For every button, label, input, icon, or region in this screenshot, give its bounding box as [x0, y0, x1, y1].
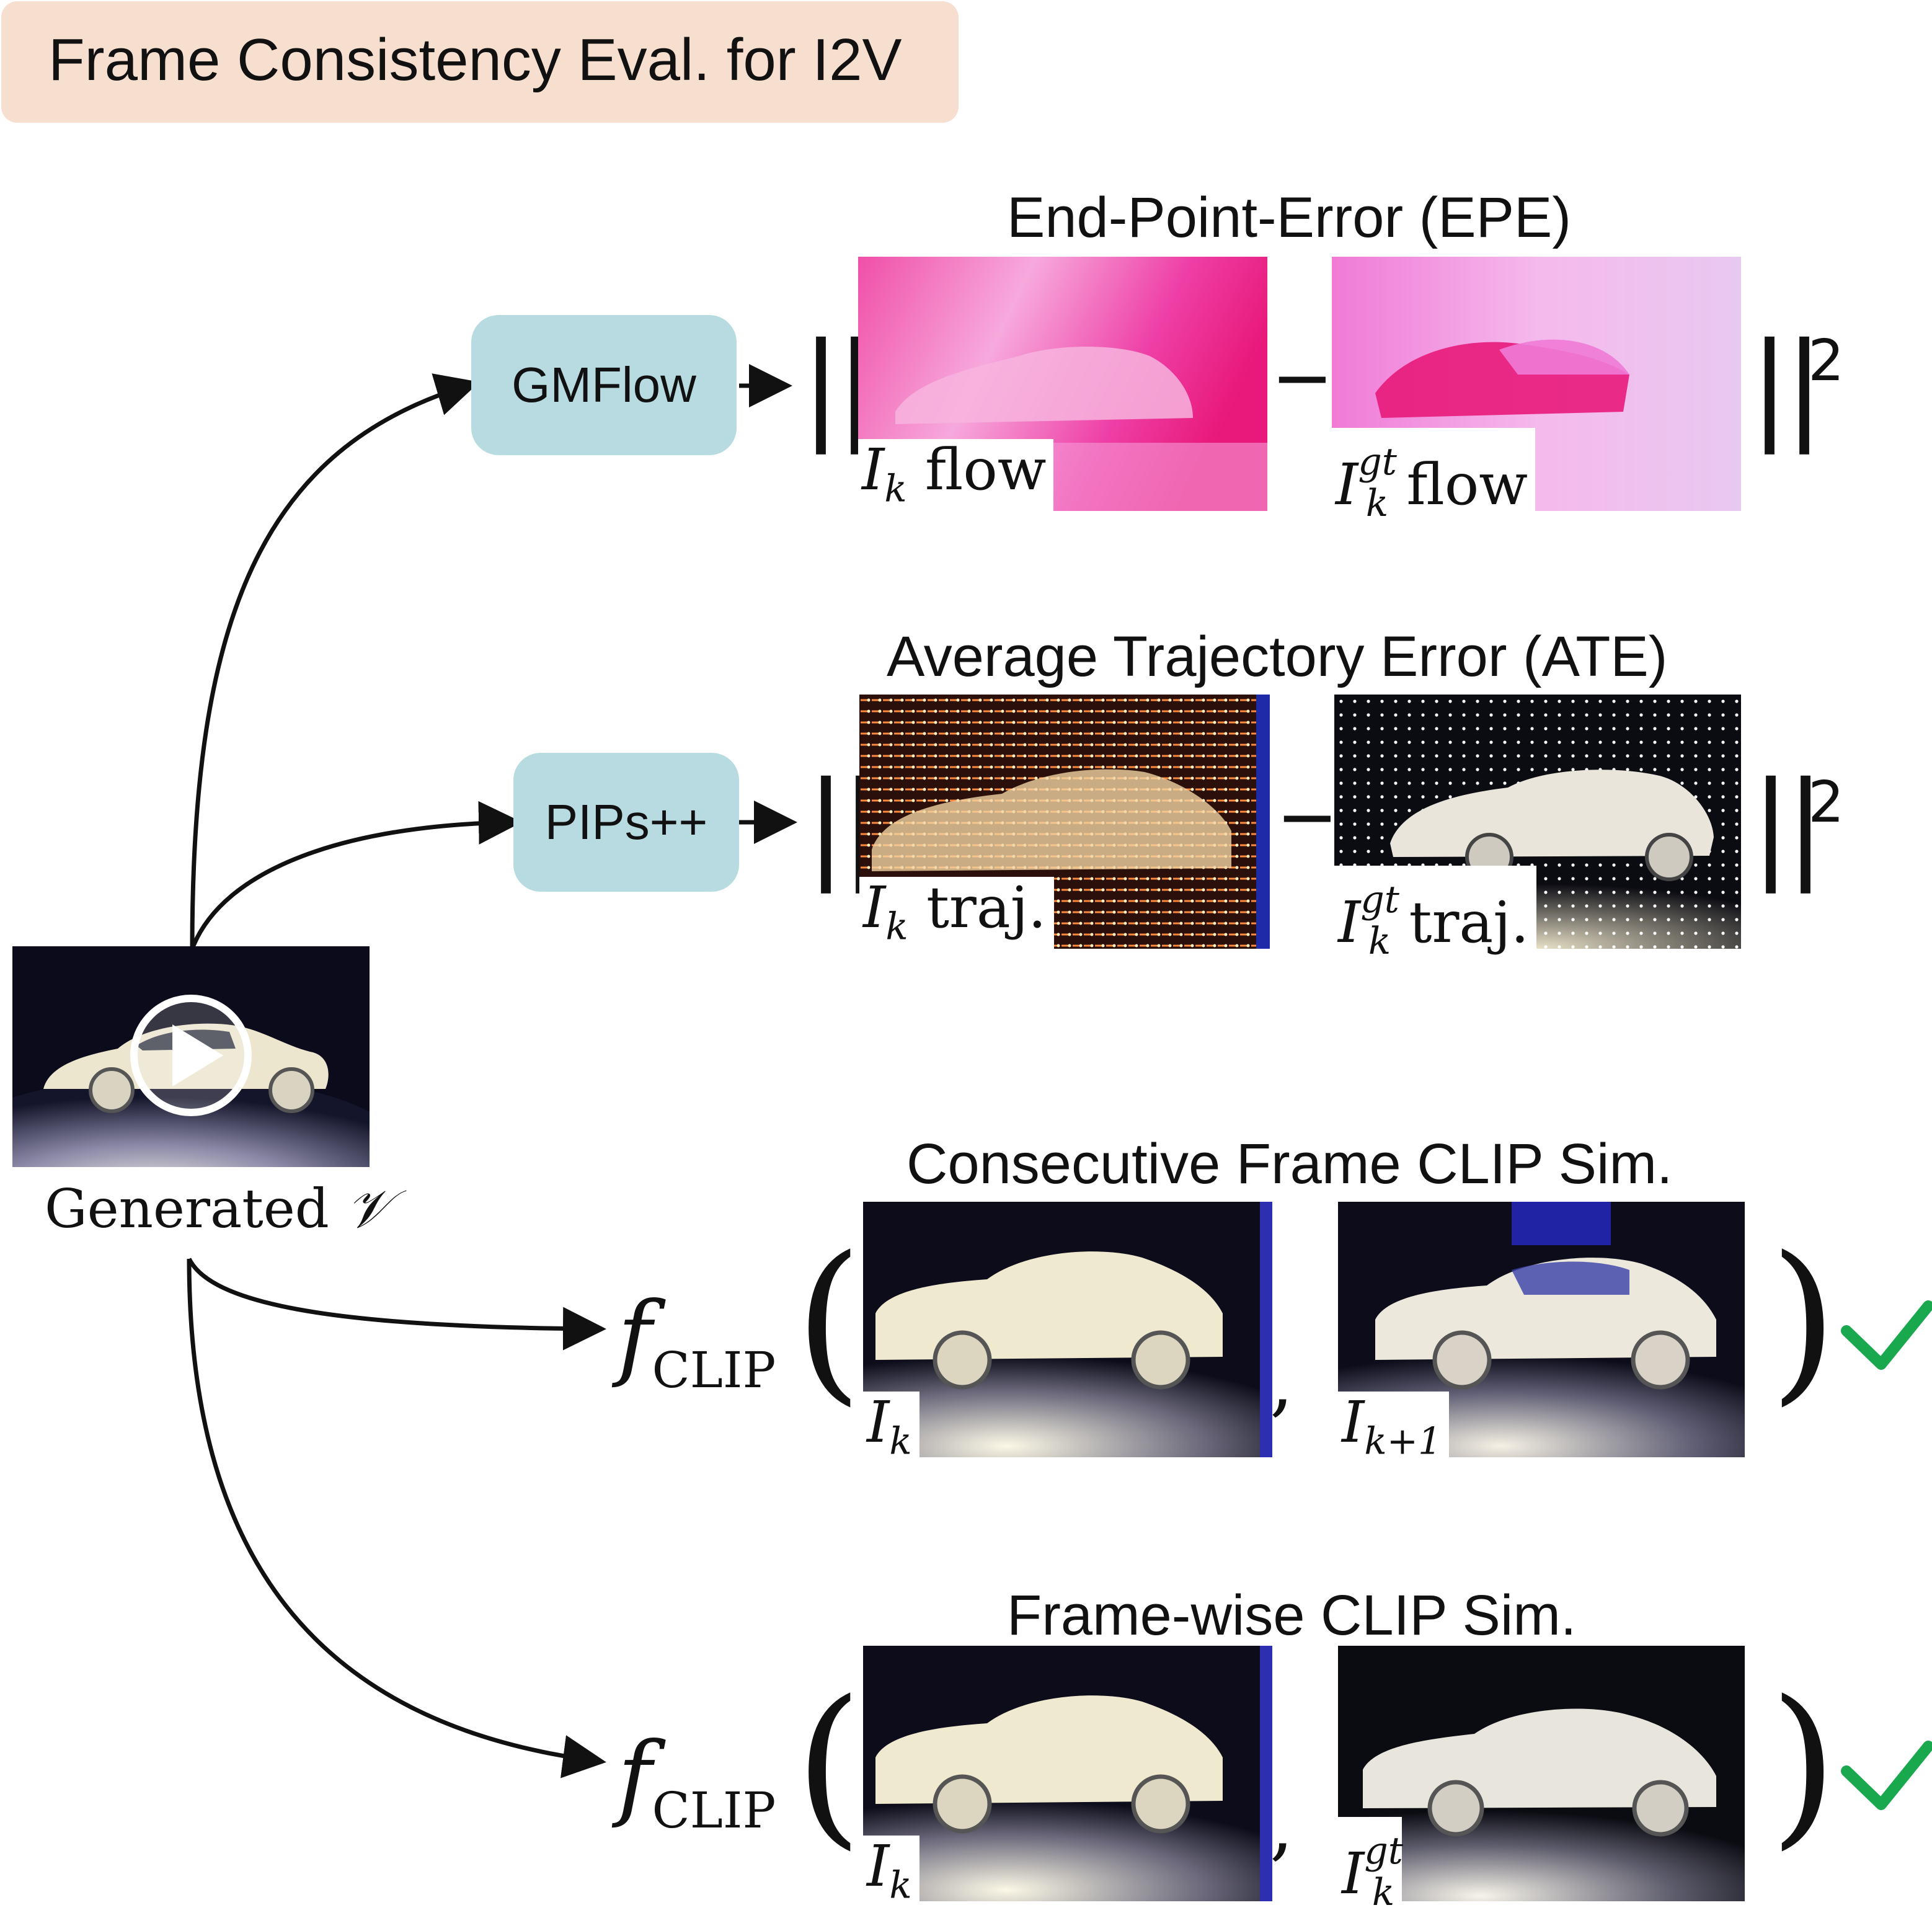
framewise-right-label: Igtk — [1338, 1817, 1403, 1918]
ate-left-label: Ik traj. — [859, 877, 1054, 958]
arrow-to-gmflow — [190, 373, 480, 949]
pips-label: PIPs++ — [544, 794, 708, 850]
consecutive-frame-k-image — [863, 1202, 1272, 1457]
framewise-comma: , — [1270, 1783, 1294, 1870]
header-badge — [1, 1, 959, 123]
ate-norm-close: || — [1751, 757, 1825, 894]
framewise-paren-open: ( — [795, 1664, 863, 1866]
epe-power: 2 — [1808, 327, 1845, 394]
ate-power: 2 — [1808, 769, 1845, 835]
caption-prefix: Generated — [45, 1178, 329, 1240]
gmflow-module: GMFlow — [471, 315, 737, 455]
header-title: Frame Consistency Eval. for I2V — [48, 27, 902, 93]
consecutive-right-label: Ik+1 — [1338, 1392, 1450, 1473]
generated-video-thumbnail[interactable] — [12, 946, 370, 1167]
consecutive-comma: , — [1270, 1339, 1294, 1426]
gmflow-label: GMFlow — [512, 357, 696, 412]
consecutive-paren-open: ( — [795, 1220, 863, 1422]
consecutive-fclip: fCLIP — [618, 1282, 776, 1399]
epe-norm-close: || — [1750, 317, 1824, 455]
framewise-title: Frame-wise CLIP Sim. — [1007, 1584, 1577, 1647]
generated-video-caption: Generated 𝒱 — [45, 1178, 391, 1241]
epe-title: End-Point-Error (EPE) — [1007, 186, 1572, 249]
play-icon[interactable] — [12, 946, 370, 1167]
pips-module: PIPs++ — [513, 753, 739, 892]
ate-title: Average Trajectory Error (ATE) — [887, 625, 1668, 688]
framewise-fclip: fCLIP — [618, 1723, 776, 1839]
consecutive-title: Consecutive Frame CLIP Sim. — [906, 1132, 1673, 1196]
ate-minus: − — [1276, 774, 1339, 860]
epe-minus: − — [1271, 335, 1334, 421]
car-frame-next-graphic — [1338, 1202, 1745, 1457]
ate-right-label: Igtk traj. — [1334, 866, 1537, 976]
framewise-left-label: Ik — [863, 1836, 919, 1917]
framewise-gt-frame-image — [1338, 1646, 1745, 1901]
arrow-to-consecutive — [187, 1258, 606, 1351]
video-symbol: 𝒱 — [346, 1178, 391, 1240]
framewise-frame-k-image — [863, 1646, 1272, 1901]
car-frame-k-graphic — [863, 1646, 1272, 1901]
framewise-paren-close: ) — [1770, 1664, 1838, 1866]
car-gt-frame-graphic — [1338, 1646, 1745, 1901]
consecutive-frame-k1-image — [1338, 1202, 1745, 1457]
arrow-to-pips — [190, 801, 522, 950]
consecutive-paren-close: ) — [1770, 1220, 1838, 1422]
consecutive-left-label: Ik — [863, 1392, 919, 1473]
arrow-to-framewise — [187, 1258, 606, 1778]
epe-left-label: Ik flow — [858, 439, 1054, 520]
epe-right-label: Igtk flow — [1332, 428, 1535, 538]
car-frame-graphic — [863, 1202, 1272, 1457]
